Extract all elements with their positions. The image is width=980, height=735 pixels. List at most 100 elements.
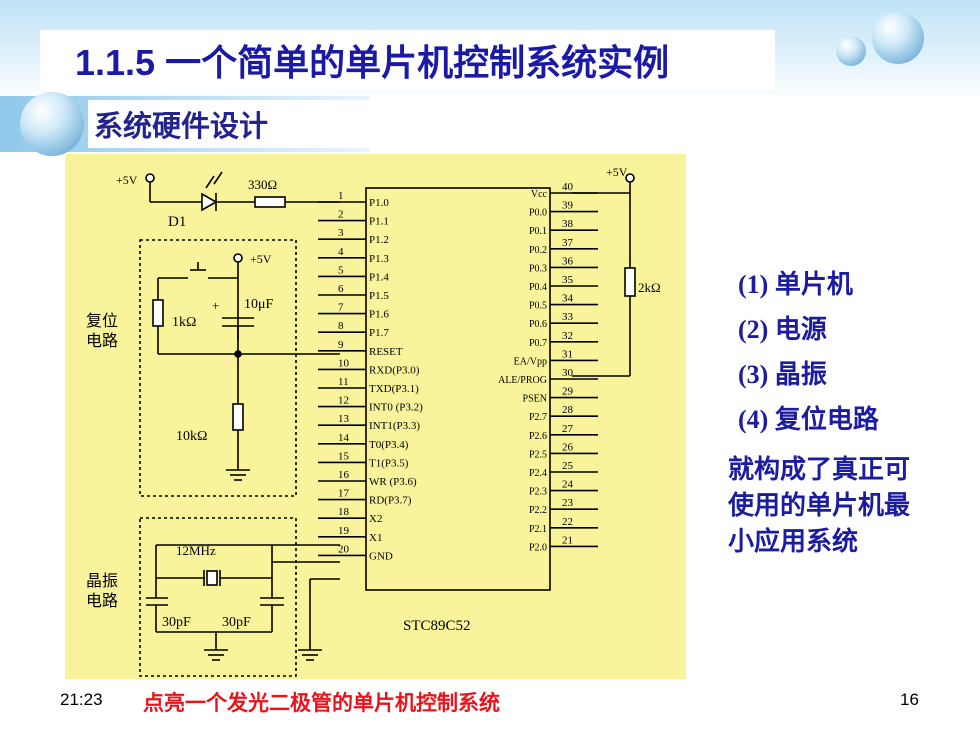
pin-name: P1.6 [369,309,389,321]
led-label: D1 [168,214,186,230]
crystal-label: 12MHz [176,543,216,558]
pin-number: 35 [562,274,574,286]
resistor-1k [152,299,164,327]
pin-name: P0.4 [529,282,547,293]
pin-name: RESET [369,346,403,358]
pin-name: P1.7 [369,327,389,339]
decor-bubble-large [872,12,924,64]
pin-number: 6 [338,283,344,295]
pin-number: 4 [338,246,344,258]
description-text: 就构成了真正可使用的单片机最小应用系统 [728,455,911,557]
pin-name: INT1(P3.3) [369,420,420,432]
pin-name: P1.0 [369,197,389,209]
pin-number: 20 [338,543,350,555]
pin-name: X1 [369,532,382,544]
osc-block-label-1: 晶振 [86,572,118,590]
pin-number: 39 [562,200,574,212]
pin-name: P1.3 [369,253,389,265]
osc-block-label-2: 电路 [86,592,118,610]
pin-name: P2.5 [529,449,547,460]
decor-bubble-small [836,36,866,66]
pin-name: RXD(P3.0) [369,364,420,376]
pin-number: 38 [562,218,574,230]
pin-number: 26 [562,441,574,453]
pin-number: 29 [562,386,574,398]
pin-name: GND [369,550,393,562]
pin-number: 33 [562,311,574,323]
pin-number: 21 [562,534,573,546]
pin-number: 36 [562,255,574,267]
pin-name: RD(P3.7) [369,495,412,507]
pin-number: 32 [562,330,573,342]
pin-number: 10 [338,357,350,369]
list-item: (3) 晶振 [738,360,827,389]
pin-name: P1.5 [369,290,389,302]
pin-number: 28 [562,404,574,416]
reset-block-label-2: 电路 [86,332,118,350]
component-list: (1) 单片机 (2) 电源 (3) 晶振 (4) 复位电路 [738,262,879,442]
pin-name: P0.2 [529,245,547,256]
pin-name: P1.2 [369,234,389,246]
pin-name: T1(P3.5) [369,457,409,469]
pin-number: 3 [338,227,344,239]
cap-10uf-label: 10μF [244,297,274,312]
pin-number: 2 [338,209,344,221]
pin-name: INT0 (P3.2) [369,402,423,414]
resistor-330-label: 330Ω [248,177,277,192]
pin-name: P2.6 [529,431,547,442]
pin-number: 18 [338,506,350,518]
slide-subtitle: 系统硬件设计 [88,100,370,148]
pin-name: P2.0 [529,542,547,553]
pin-number: 17 [338,488,350,500]
cap-left-label: 30pF [162,615,191,630]
pin-name: P2.3 [529,487,547,498]
crystal-icon [206,570,218,586]
pin-name: ALE/PROG [498,375,547,386]
pin-name: P0.7 [529,338,547,349]
list-item: (4) 复位电路 [738,405,879,434]
pin-number: 1 [338,190,344,202]
pin-number: 31 [562,348,573,360]
pin-number: 37 [562,237,574,249]
vcc-left-label: +5V [116,173,138,187]
pin-number: 25 [562,460,574,472]
page-number: 16 [900,690,919,709]
pin-name: X2 [369,513,382,525]
pin-name: Vcc [531,189,548,200]
pin-number: 16 [338,469,350,481]
pin-number: 7 [338,302,344,314]
pin-number: 34 [562,293,574,305]
footer-time: 21:23 [60,690,103,709]
pin-number: 19 [338,525,350,537]
pin-name: P0.6 [529,319,547,330]
pin-name: P0.3 [529,263,547,274]
pin-name: PSEN [523,394,547,405]
pin-number: 12 [338,395,349,407]
pin-name: P2.1 [529,524,547,535]
list-item: (1) 单片机 [738,270,853,299]
resistor-330 [254,196,286,208]
pin-number: 13 [338,413,350,425]
pin-number: 5 [338,264,344,276]
pin-name: T0(P3.4) [369,439,409,451]
resistor-2k-label: 2kΩ [638,280,661,295]
chip-body [365,187,551,591]
pin-name: EA/Vpp [514,356,547,367]
pin-number: 24 [562,479,574,491]
pin-number: 8 [338,320,344,332]
pin-name: WR (P3.6) [369,476,417,488]
slide-title: 1.1.5 一个简单的单片机控制系统实例 [40,30,775,90]
decor-bubble-subtitle [20,92,84,156]
pin-name: P1.1 [369,216,389,228]
pin-name: P0.1 [529,226,547,237]
pin-name: TXD(P3.1) [369,383,419,395]
pin-number: 22 [562,516,573,528]
pin-name: P1.4 [369,271,389,283]
resistor-10k-label: 10kΩ [176,429,207,444]
cap-right-label: 30pF [222,615,251,630]
list-item: (2) 电源 [738,315,827,344]
chip-label: STC89C52 [403,618,471,634]
pin-name: P0.5 [529,301,547,312]
resistor-1k-label: 1kΩ [172,315,196,330]
pin-number: 30 [562,367,574,379]
